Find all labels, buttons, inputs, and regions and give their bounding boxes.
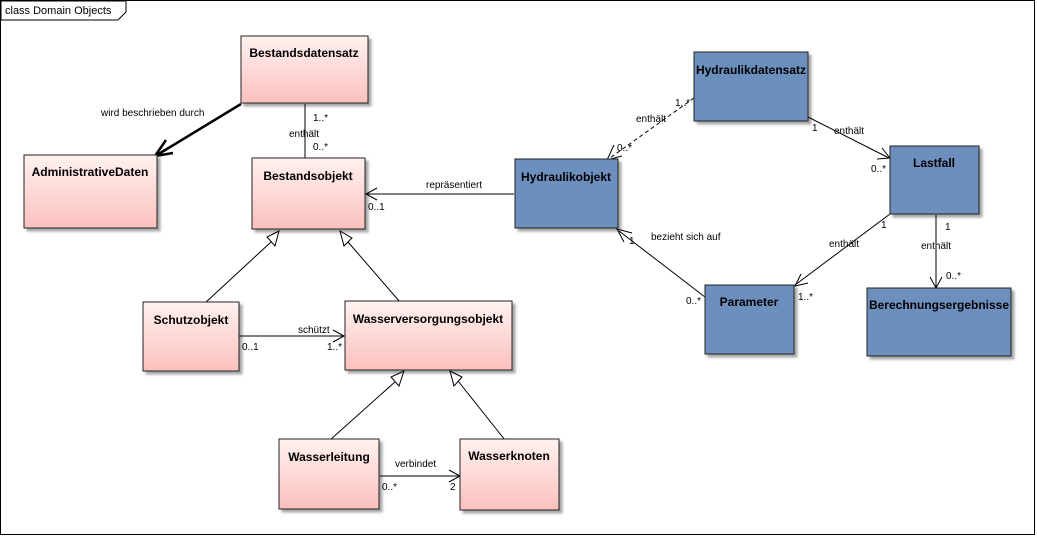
class-name-wasserversorgungsobjekt: Wasserversorgungsobjekt <box>353 312 503 326</box>
class-berechnungsergebnisse[interactable]: Berechnungsergebnisse <box>866 287 1012 357</box>
label-schuetzt: schützt <box>298 325 330 336</box>
label-enthaelt-hydraulikobjekt: enthält <box>636 114 666 125</box>
mult-bds-source: 1..* <box>313 113 328 124</box>
edge-generalization-schutzobjekt <box>204 241 272 304</box>
generalization-arrow-wasserleitung <box>390 370 405 387</box>
class-name-berechnungsergebnisse: Berechnungsergebnisse <box>869 298 1009 312</box>
arrowhead-repraesentiert <box>364 187 378 201</box>
class-hydraulikobjekt[interactable]: Hydraulikobjekt <box>514 158 619 229</box>
mult-lastfall-erg-source: 1 <box>945 222 951 233</box>
frame-title: class Domain Objects <box>5 5 112 17</box>
class-wasserversorgungsobjekt[interactable]: Wasserversorgungsobjekt <box>344 300 513 371</box>
class-name-administrative-daten: AdministrativeDaten <box>32 165 149 179</box>
generalization-arrow-schutzobjekt <box>266 230 280 248</box>
edge-enthaelt-hydraulikobjekt <box>609 97 695 159</box>
class-name-parameter: Parameter <box>720 295 779 309</box>
edge-generalization-wvo <box>347 241 401 303</box>
label-enthaelt-parameter: enthält <box>829 239 859 250</box>
generalization-arrow-wvo <box>339 229 353 247</box>
label-bezieht-sich-auf: bezieht sich auf <box>651 232 721 243</box>
label-wird-beschrieben-durch: wird beschrieben durch <box>100 108 204 119</box>
class-lastfall[interactable]: Lastfall <box>889 145 980 215</box>
mult-lastfall-param-target: 1..* <box>798 292 813 303</box>
label-repraesentiert: repräsentiert <box>426 180 482 191</box>
mult-lastfall-erg-target: 0..* <box>946 271 961 282</box>
generalization-arrow-wasserknoten <box>449 370 463 388</box>
class-administrative-daten[interactable]: AdministrativeDaten <box>23 154 158 229</box>
class-name-wasserknoten: Wasserknoten <box>468 449 550 463</box>
class-bestandsdatensatz[interactable]: Bestandsdatensatz <box>240 35 369 104</box>
mult-bds-target: 0..* <box>313 142 328 153</box>
edge-bezieht-sich-auf <box>618 230 706 298</box>
arrowhead-bezieht-sich-auf <box>616 228 633 243</box>
mult-hds-lastfall-source: 1 <box>812 123 818 134</box>
edge-wird-beschrieben-durch <box>156 102 242 157</box>
class-hydraulikdatensatz[interactable]: Hydraulikdatensatz <box>693 51 809 122</box>
mult-bezieht-target: 1 <box>629 236 635 247</box>
class-name-bestandsobjekt: Bestandsobjekt <box>263 169 352 183</box>
class-schutzobjekt[interactable]: Schutzobjekt <box>142 301 240 372</box>
mult-verbindet-source: 0..* <box>382 482 397 493</box>
class-name-wasserleitung: Wasserleitung <box>288 450 370 464</box>
label-enthaelt-bestand: enthält <box>289 129 319 140</box>
mult-schuetzt-source: 0..1 <box>242 342 259 353</box>
mult-schuetzt-target: 1..* <box>327 342 342 353</box>
class-name-bestandsdatensatz: Bestandsdatensatz <box>249 46 358 60</box>
class-name-lastfall: Lastfall <box>913 156 955 170</box>
label-verbindet: verbindet <box>395 459 436 470</box>
mult-hds-lastfall-target: 0..* <box>871 164 886 175</box>
mult-repr-target: 0..1 <box>368 202 385 213</box>
mult-bezieht-source: 0..* <box>686 296 701 307</box>
label-enthaelt-ergebnisse: enthält <box>921 241 951 252</box>
class-parameter[interactable]: Parameter <box>704 284 795 355</box>
class-name-hydraulikdatensatz: Hydraulikdatensatz <box>696 63 806 77</box>
edge-generalization-wasserleitung <box>329 380 397 441</box>
edge-enthaelt-lastfall <box>807 116 890 159</box>
arrowhead-enthaelt-parameter <box>794 273 809 287</box>
class-name-schutzobjekt: Schutzobjekt <box>154 313 229 327</box>
frame-title-tab: class Domain Objects <box>0 0 127 21</box>
arrowhead-schuetzt <box>332 329 346 343</box>
mult-verbindet-target: 2 <box>450 482 456 493</box>
edge-generalization-wasserknoten <box>457 380 506 441</box>
class-name-hydraulikobjekt: Hydraulikobjekt <box>521 170 611 184</box>
mult-hds-source: 1..* <box>675 98 690 109</box>
label-enthaelt-lastfall: enthält <box>834 126 864 137</box>
mult-hds-target: 0..* <box>617 143 632 154</box>
class-bestandsobjekt[interactable]: Bestandsobjekt <box>251 157 366 230</box>
class-wasserleitung[interactable]: Wasserleitung <box>278 438 380 510</box>
class-wasserknoten[interactable]: Wasserknoten <box>459 438 560 511</box>
mult-lastfall-param-source: 1 <box>881 220 887 231</box>
edge-enthaelt-parameter <box>794 213 891 286</box>
